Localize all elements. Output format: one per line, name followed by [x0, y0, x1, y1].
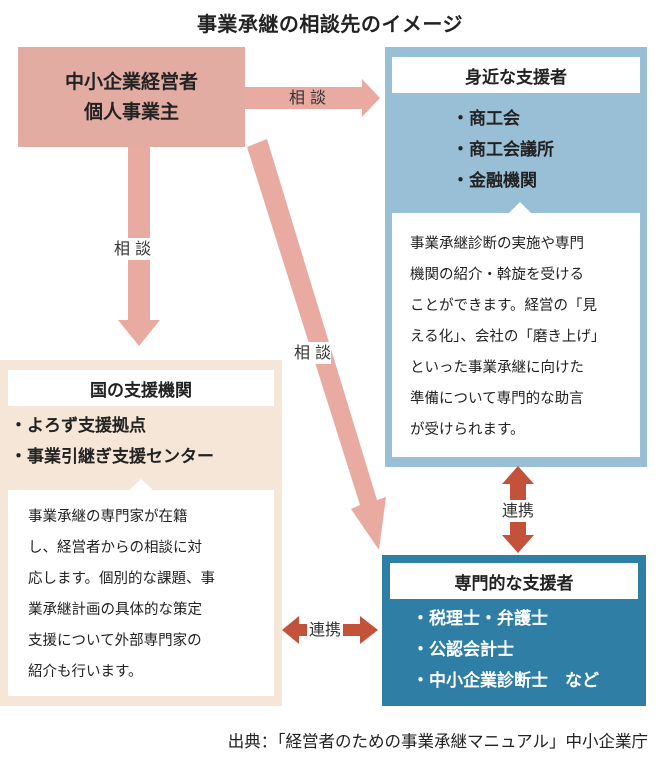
owner-line2: 個人事業主 — [83, 101, 179, 123]
link-label-horizontal: 連携 — [307, 619, 344, 641]
professional-supporters-list: ・税理士・弁護士 ・公認会計士 ・中小企業診断士 など — [412, 604, 599, 697]
professional-supporter-item: ・中小企業診断士 など — [412, 671, 599, 691]
national-support-list: ・よろず支援拠点 ・事業引継ぎ支援センター — [10, 411, 214, 473]
near-supporter-item: ・商工会議所 — [452, 140, 554, 160]
national-support-description: 事業承継の専門家が在籍 し、経営者からの相談に対 応します。個別的な課題、事 業… — [8, 490, 274, 696]
professional-supporter-item: ・公認会計士 — [412, 640, 514, 660]
owner-line1: 中小企業経営者 — [64, 71, 198, 93]
near-supporters-description: 事業承継診断の実施や専門 機関の紹介・斡旋を受ける ことができます。経営の「見 … — [392, 213, 640, 457]
national-support-heading: 国の支援機関 — [8, 370, 274, 406]
near-supporter-item: ・商工会 — [452, 109, 520, 129]
near-supporters-list: ・商工会 ・商工会議所 ・金融機関 — [452, 104, 554, 197]
consult-label-down: 相 談 — [114, 238, 152, 260]
near-description-notch — [509, 202, 531, 213]
link-label-vertical: 連携 — [500, 500, 537, 522]
consult-label-right: 相 談 — [287, 87, 329, 109]
source-citation: 出典：「経営者のための事業承継マニュアル」中小企業庁 — [227, 732, 648, 751]
professional-supporter-item: ・税理士・弁護士 — [412, 609, 548, 629]
owner-box: 中小企業経営者 個人事業主 — [18, 47, 245, 147]
near-supporters-heading: 身近な支援者 — [392, 57, 640, 93]
near-supporter-item: ・金融機関 — [452, 171, 537, 191]
national-support-item: ・事業引継ぎ支援センター — [10, 447, 214, 467]
consult-label-diagonal: 相 談 — [294, 342, 332, 364]
page-title: 事業承継の相談先のイメージ — [196, 12, 464, 36]
national-description-notch — [129, 479, 153, 490]
professional-supporters-heading: 専門的な支援者 — [390, 563, 638, 599]
national-support-item: ・よろず支援拠点 — [10, 416, 146, 436]
